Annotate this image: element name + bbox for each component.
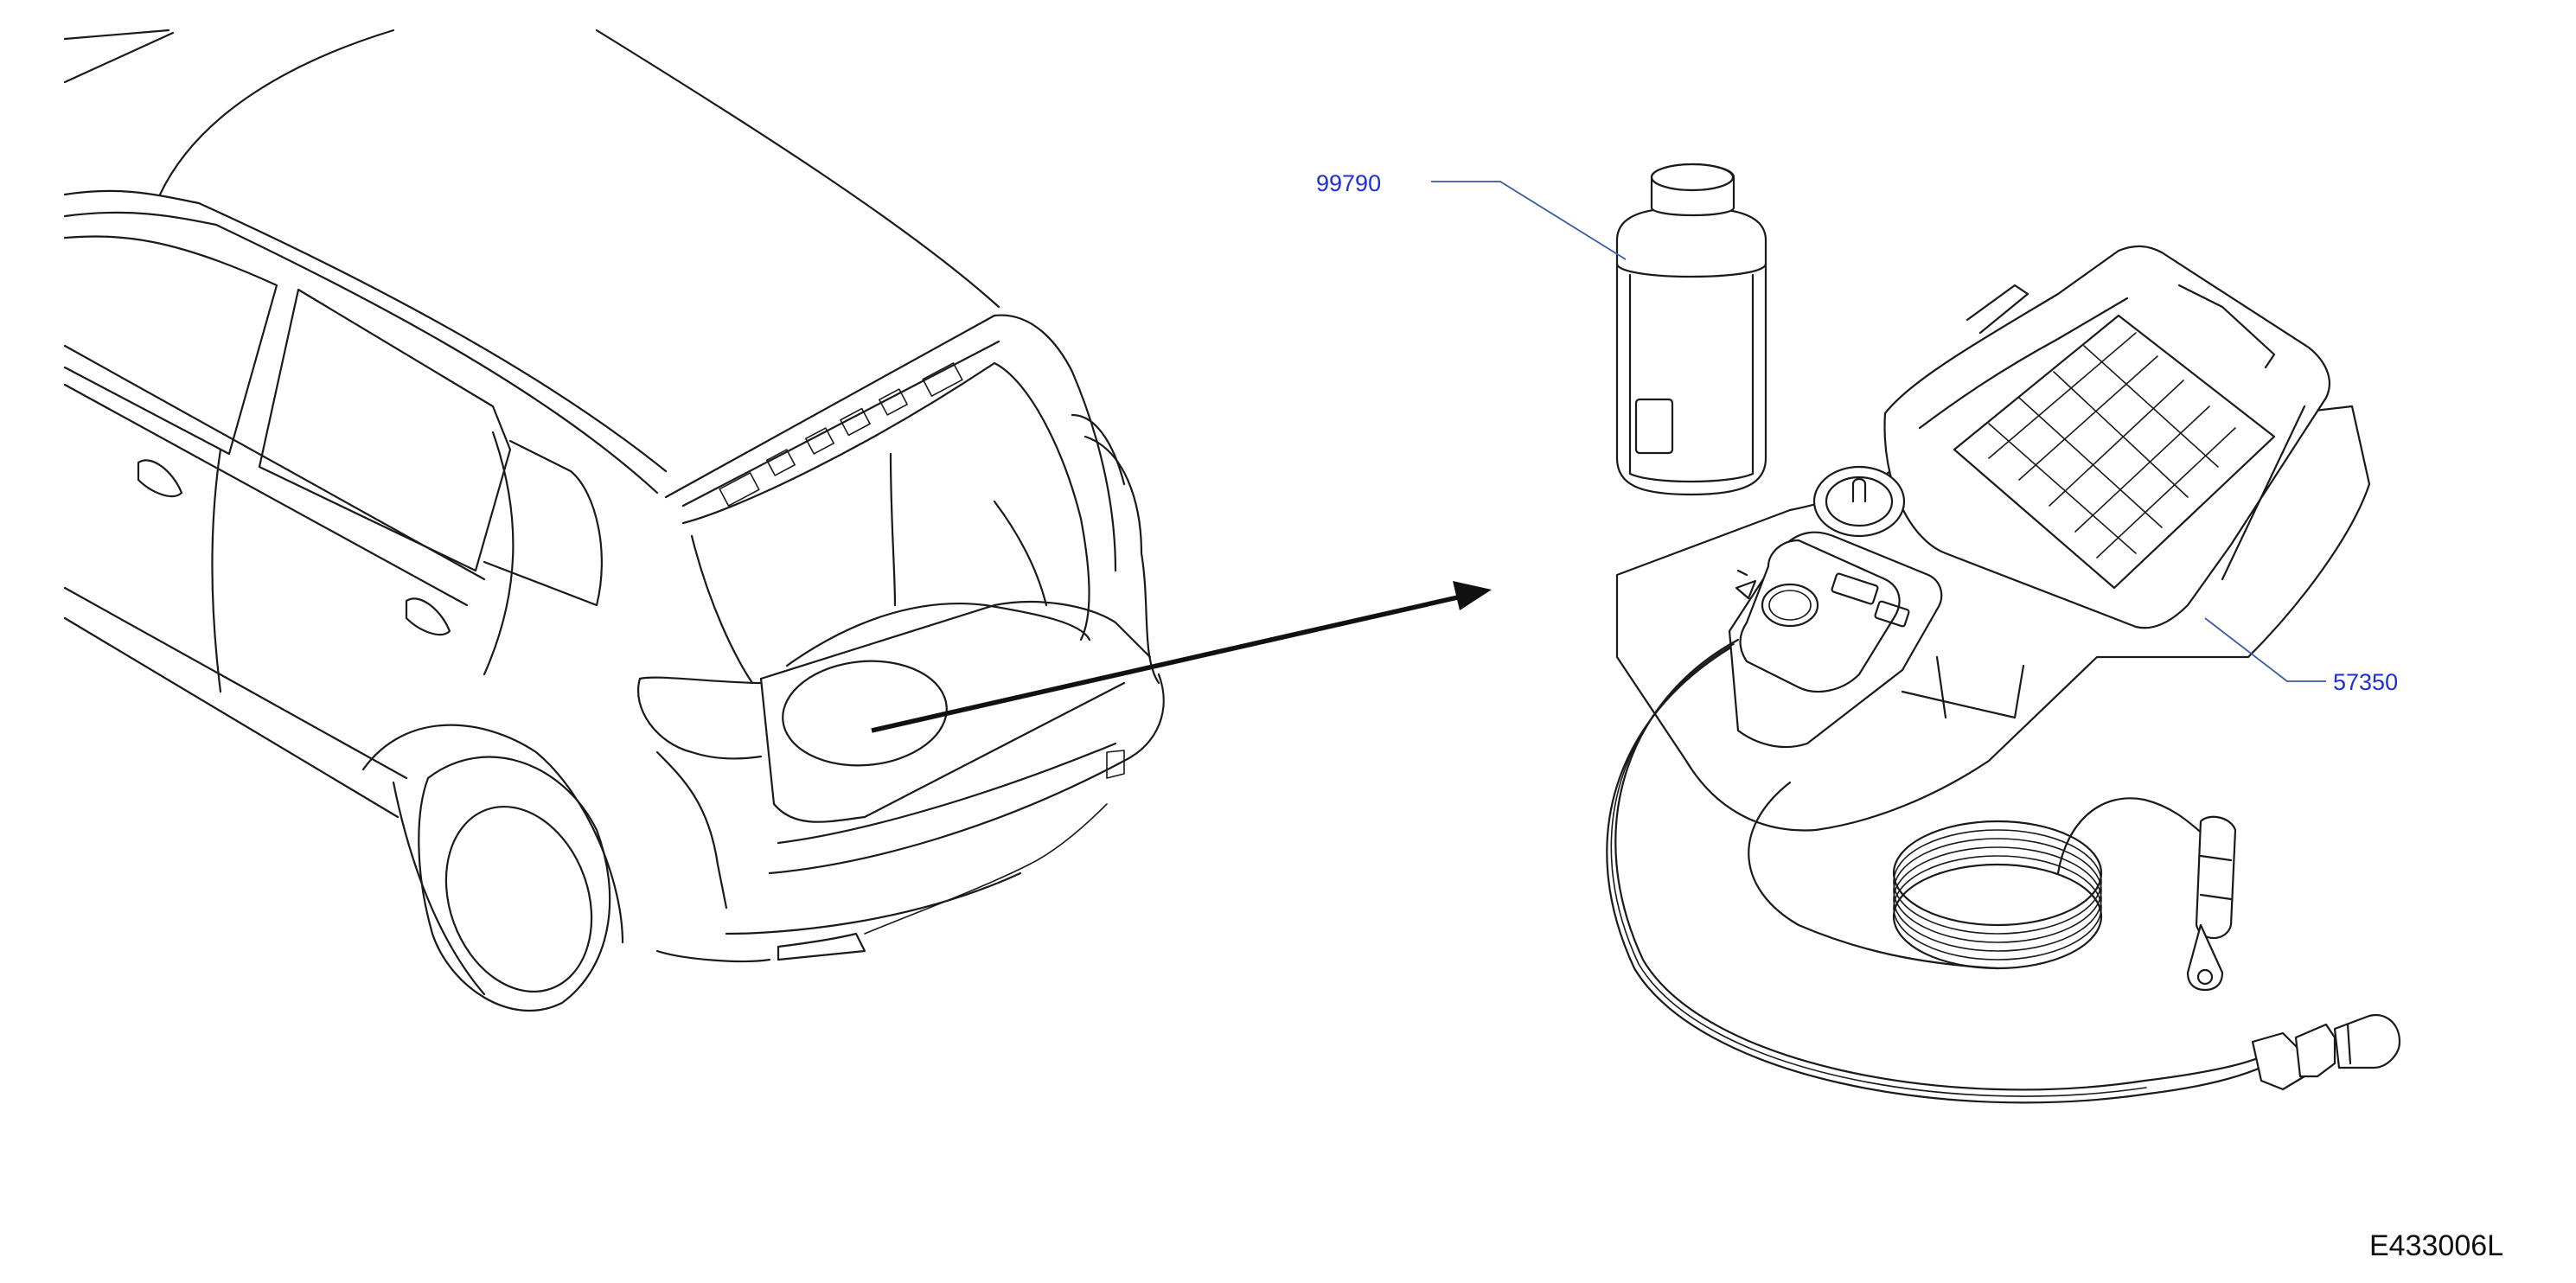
callout-bottle: 99790 <box>1316 170 1627 260</box>
figure-id: E433006L <box>2369 1229 2503 1262</box>
callout-repair-kit: 57350 <box>2204 617 2398 695</box>
callout-label-99790: 99790 <box>1316 170 1381 196</box>
hose-plug <box>2186 815 2237 992</box>
pointer-arrow <box>871 581 1492 733</box>
power-plug <box>2251 1013 2401 1091</box>
sealant-bottle <box>1615 163 1767 496</box>
callout-label-57350: 57350 <box>2333 669 2398 695</box>
coiled-hose <box>1892 797 2215 970</box>
tire-repair-kit <box>1606 245 2401 1104</box>
vehicle-illustration <box>63 29 1165 1012</box>
tailgate-hinges <box>719 362 963 507</box>
lid-label-grid <box>1988 332 2236 559</box>
